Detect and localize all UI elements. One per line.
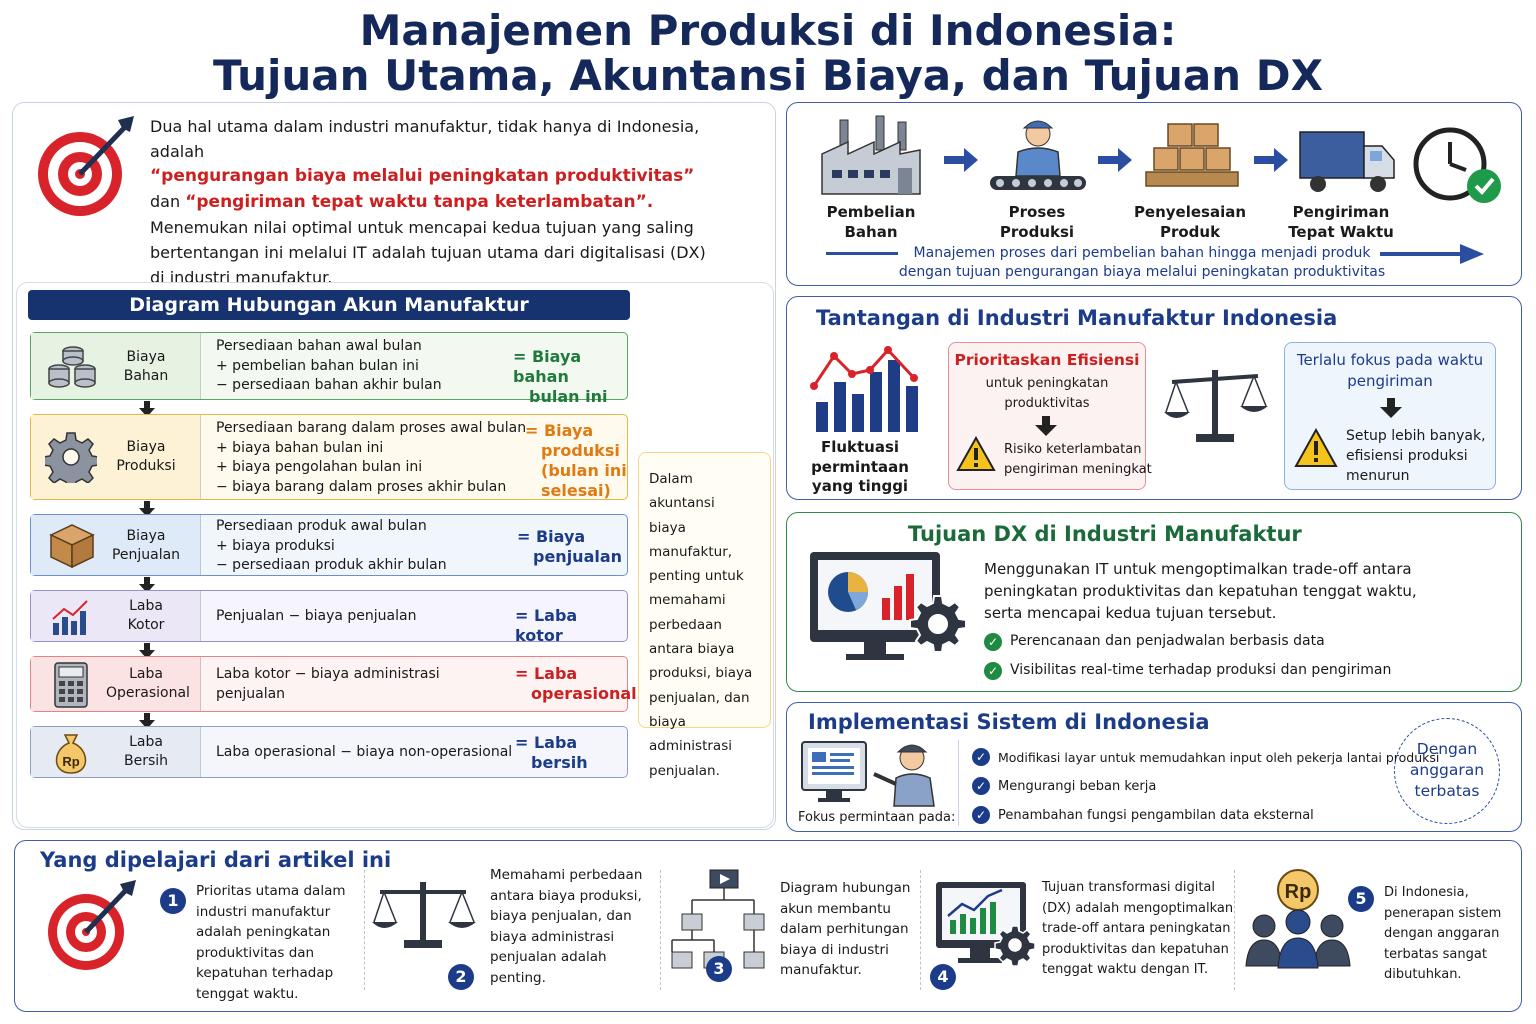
flow-caption: Manajemen proses dari pembelian bahan hi… [898,245,1386,280]
dx-item-2: Visibilitas real-time terhadap produksi … [1010,662,1392,678]
step-badge-4: 4 [930,964,956,990]
calculator-icon [54,662,88,708]
efficiency-title: Prioritaskan Efisiensi [954,351,1140,369]
growth-chart-icon [52,600,88,635]
learn-item-4: Tujuan transformasi digital(DX) adalah m… [1042,880,1234,977]
truck-icon [1299,131,1395,192]
arrow-down-icon [139,577,155,593]
arrow-right-icon [944,148,978,172]
scale-icon [1164,370,1268,442]
arrow-right-icon [1254,148,1288,172]
flow-line-left [826,252,898,255]
demand-chart-icon [810,346,918,432]
boxes-icon [1145,123,1239,187]
account-row-laba-bersih: Rp Laba Bersih Laba operasional − biaya … [30,726,628,778]
step-badge-1: 1 [160,888,186,914]
account-row-biaya-penjualan: Biaya Penjualan Persediaan produk awal b… [30,514,628,576]
check-icon: ✓ [972,806,990,824]
dx-description: Menggunakan IT untuk mengoptimalkan trad… [984,560,1417,622]
account-row-biaya-bahan: Biaya Bahan Persediaan bahan awal bulan … [30,332,628,406]
monitor-growth-icon [936,882,1036,967]
target-icon [38,116,134,216]
check-icon: ✓ [984,662,1002,680]
account-row-laba-kotor: Laba Kotor Penjualan − biaya penjualan =… [30,590,628,645]
impl-item-3: Penambahan fungsi pengambilan data ekste… [998,808,1314,823]
step-badge-2: 2 [448,964,474,990]
step-badge-5: 5 [1348,886,1374,912]
box-icon [49,524,95,569]
arrow-down-icon [139,713,155,729]
gear-icon [45,432,97,483]
learn-title: Yang dipelajari dari artikel ini [40,848,392,872]
check-icon: ✓ [972,748,990,766]
diagram-heading: Diagram Hubungan Akun Manufaktur [28,290,630,320]
clock-check-icon [1413,127,1501,203]
arrow-right-icon [1098,148,1132,172]
svg-text:Rp: Rp [1285,881,1312,903]
arrow-down-icon [139,501,155,517]
intro-highlight-1: “pengurangan biaya melalui peningkatan p… [150,166,695,186]
target-icon [48,880,136,970]
warning-icon [1294,428,1338,467]
money-bag-icon: Rp [55,734,87,774]
arrow-down-icon [1380,398,1402,418]
impl-item-2: Mengurangi beban kerja [998,779,1157,794]
account-row-laba-operasional: Laba Operasional Laba kotor − biaya admi… [30,656,637,712]
intro-text: Dua hal utama dalam industri manufaktur,… [150,114,750,290]
challenges-title: Tantangan di Industri Manufaktur Indones… [816,306,1338,330]
account-row-biaya-produksi: Biaya Produksi Persediaan barang dalam p… [30,414,628,500]
page-title-line1: Manajemen Produksi di Indonesia: [359,6,1177,55]
svg-text:Rp: Rp [62,754,79,769]
scale-icon [372,882,476,948]
accounting-side-note: Dalam akuntansi biaya manufaktur, pentin… [638,452,771,779]
intro-highlight-2: “pengiriman tepat waktu tanpa keterlamba… [185,192,654,212]
warning-icon [956,436,996,471]
dx-item-1: Perencanaan dan penjadwalan berbasis dat… [1010,633,1325,649]
long-arrow-right-icon [1380,244,1484,264]
arrow-down-icon [139,643,155,659]
coins-icon [48,346,96,388]
arrow-down-icon [1035,416,1057,436]
page-title-line2: Tujuan Utama, Akuntansi Biaya, dan Tujua… [213,51,1323,100]
step-badge-3: 3 [706,956,732,982]
worker-screen-icon [801,741,935,807]
implementation-title: Implementasi Sistem di Indonesia [808,710,1210,734]
worker-conveyor-icon [990,120,1086,190]
impl-item-1: Modifikasi layar untuk memudahkan input … [998,750,1440,765]
focus-label: Fokus permintaan pada: [798,810,956,825]
check-icon: ✓ [972,777,990,795]
dx-title: Tujuan DX di Industri Manufaktur [908,522,1302,546]
monitor-analytics-icon [810,552,967,660]
check-icon: ✓ [984,633,1002,651]
factory-icon [821,115,921,195]
arrow-down-icon [139,401,155,417]
community-budget-icon: Rp [1245,869,1351,969]
